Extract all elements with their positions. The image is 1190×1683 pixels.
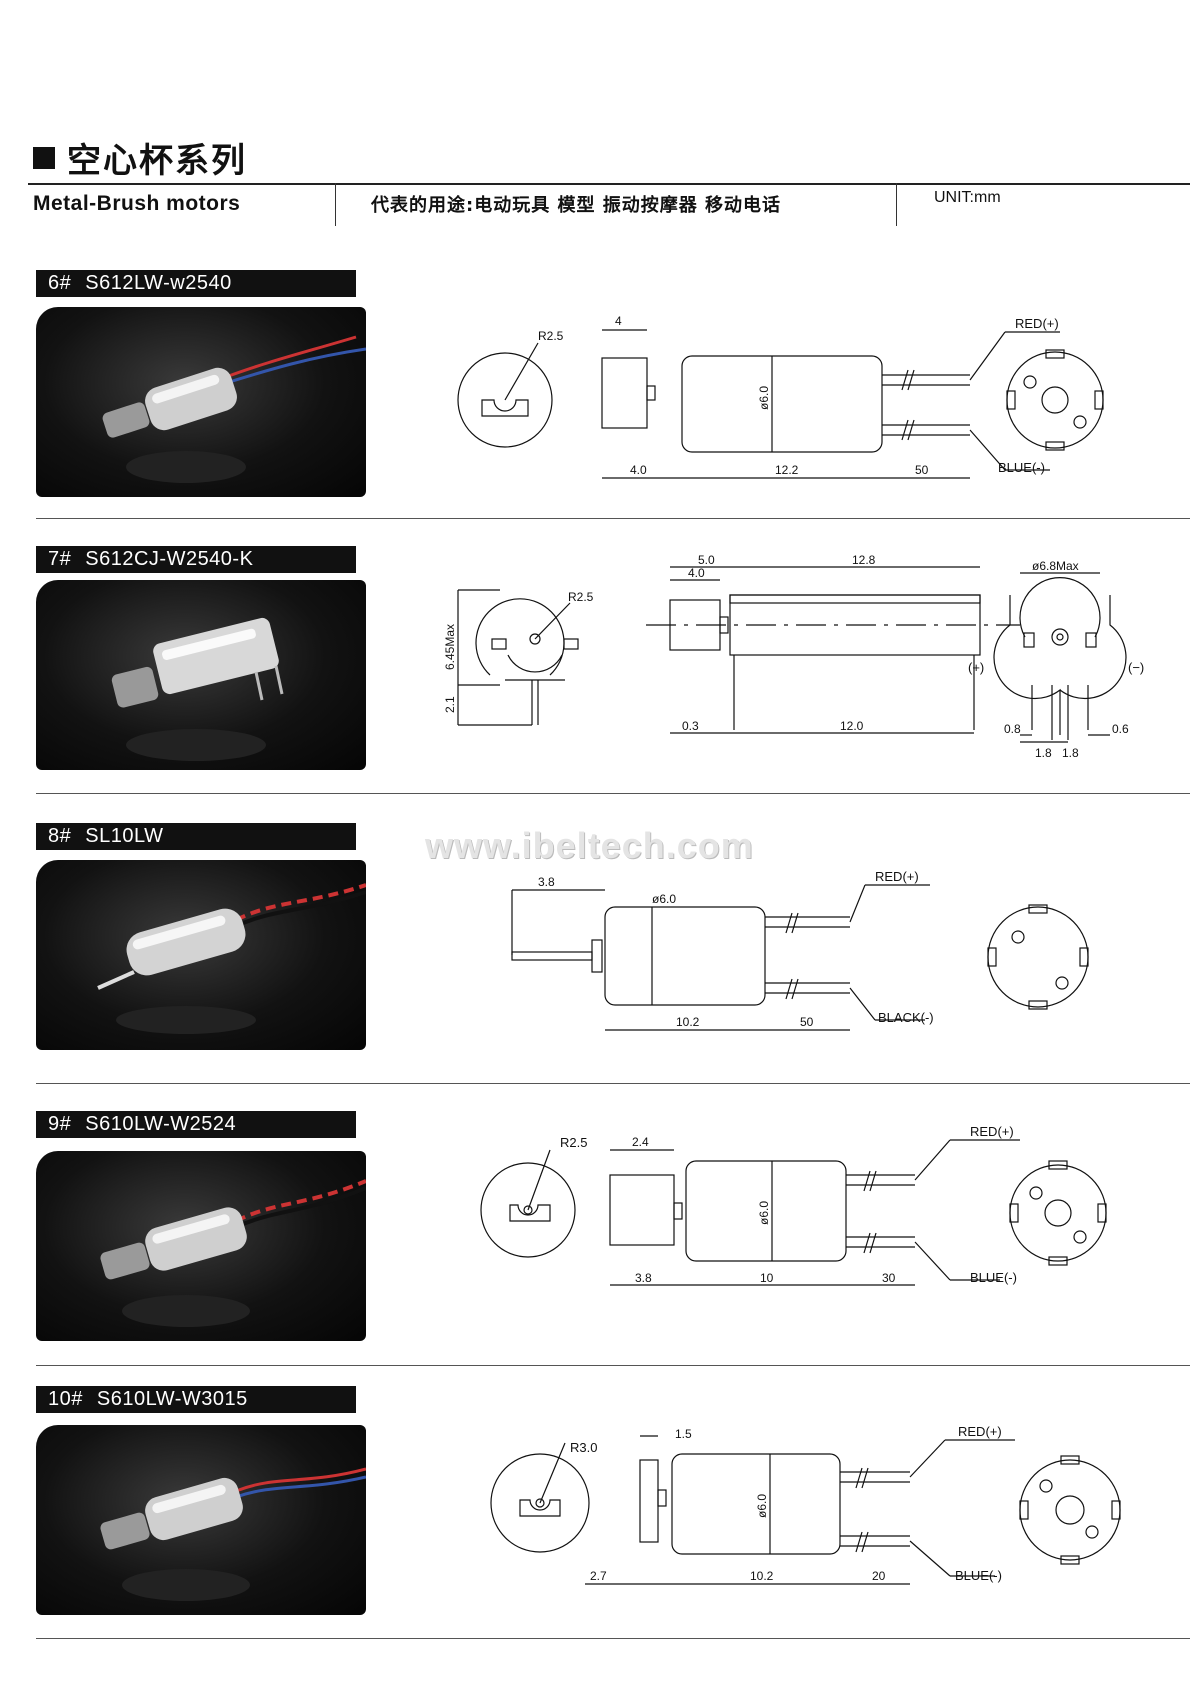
eccentric-length-label: 3.8	[635, 1271, 652, 1285]
radius-label: R2.5	[538, 329, 564, 343]
body-length-label: 10	[760, 1271, 774, 1285]
red-lead-label: RED(+)	[1015, 316, 1059, 331]
page-title: 空心杯系列	[33, 133, 247, 182]
pin-label: 2.1	[443, 696, 457, 713]
section-divider	[36, 1638, 1190, 1639]
section-divider	[36, 518, 1190, 519]
model-tag: 9# S610LW-W2524	[36, 1111, 356, 1138]
model-tag: 8# SL10LW	[36, 823, 356, 850]
eccentric-width-label: 1.5	[675, 1427, 692, 1441]
body-length-label: 12.2	[775, 463, 799, 477]
page-title-text: 空心杯系列	[67, 141, 247, 181]
motor-drawing: R2.5 6.45Max 2.1 5.0 4.0 12.8 0.3 12.0 ø…	[443, 553, 1144, 760]
red-lead-label: RED(+)	[970, 1124, 1014, 1139]
motor-drawing: R2.5 4 ø6.0 4.0 12.2 50 RED(+) BLUE(-)	[457, 314, 1104, 479]
model-name: S612CJ-W2540-K	[85, 548, 254, 570]
model-number: 6#	[48, 272, 72, 294]
motor-photo	[36, 580, 366, 770]
motor-photo	[36, 307, 366, 497]
model-number: 7#	[48, 548, 72, 570]
diameter-label: ø6.0	[757, 1201, 771, 1225]
radius-label: R2.5	[568, 590, 594, 604]
top-length-label: 5.0	[698, 553, 715, 567]
lead-length-label: 20	[872, 1569, 886, 1583]
series-header-bar: Metal-Brush motors 代表的用途:电动玩具 模型 振动按摩器 移…	[28, 183, 1190, 226]
height-label: 6.45Max	[443, 624, 457, 670]
lead-length-label: 30	[882, 1271, 896, 1285]
lead-length-label: 50	[915, 463, 929, 477]
red-lead-label: RED(+)	[958, 1424, 1002, 1439]
diameter-label: ø6.0	[757, 386, 771, 410]
model-tag: 7# S612CJ-W2540-K	[36, 546, 356, 573]
series-uses: 代表的用途:电动玩具 模型 振动按摩器 移动电话	[371, 195, 781, 216]
blue-lead-label: BLUE(-)	[955, 1568, 1002, 1583]
shaft-length-label: 3.8	[538, 875, 555, 889]
section-divider	[36, 793, 1190, 794]
diameter-label: ø6.0	[652, 892, 676, 906]
model-number: 8#	[48, 825, 72, 847]
pin-width-left-label: 0.8	[1004, 722, 1021, 736]
motor-photo	[36, 1425, 366, 1615]
motor-drawing: R3.0 1.5 ø6.0 2.7 10.2 20 RED(+) BLUE(-)	[490, 1424, 1121, 1585]
pin-pitch-right-label: 1.8	[1062, 746, 1079, 760]
series-english-name: Metal-Brush motors	[33, 192, 241, 215]
body-length-label: 10.2	[750, 1569, 774, 1583]
blue-lead-label: BLUE(-)	[998, 460, 1045, 475]
model-name: SL10LW	[85, 825, 164, 847]
diameter-label: ø6.0	[755, 1494, 769, 1518]
body-length-label: 10.2	[676, 1015, 700, 1029]
eccentric-length-label: 4.0	[688, 566, 705, 580]
radius-label: R3.0	[570, 1440, 597, 1455]
red-lead-label: RED(+)	[875, 869, 919, 884]
pin-width-right-label: 0.6	[1112, 722, 1129, 736]
model-name: S610LW-W3015	[96, 1388, 248, 1410]
black-lead-label: BLACK(-)	[878, 1010, 934, 1025]
eccentric-width-label: 4	[615, 314, 622, 328]
model-name: S610LW-W2524	[85, 1113, 237, 1135]
model-number: 10#	[48, 1388, 83, 1410]
model-tag: 10# S610LW-W3015	[36, 1386, 356, 1413]
minus-terminal-label: (−)	[1128, 660, 1144, 675]
model-tag: 6# S612LW-w2540	[36, 270, 356, 297]
pin-pitch-left-label: 1.8	[1035, 746, 1052, 760]
motor-drawing: R2.5 2.4 ø6.0 3.8 10 30 RED(+) BLUE(-)	[480, 1124, 1107, 1286]
total-length-label: 12.8	[852, 553, 876, 567]
motor-drawing: 3.8 ø6.0 10.2 50 RED(+) BLACK(-)	[511, 869, 1089, 1031]
section-divider	[36, 1365, 1190, 1366]
square-bullet-icon	[33, 146, 55, 169]
body-length-label: 12.0	[840, 719, 864, 733]
eccentric-width-label: 2.4	[632, 1135, 649, 1149]
plus-terminal-label: (+)	[968, 660, 984, 675]
radius-label: R2.5	[560, 1135, 587, 1150]
eccentric-length-label: 4.0	[630, 463, 647, 477]
motor-photo	[36, 860, 366, 1050]
watermark: www.ibeltech.com	[425, 825, 754, 866]
unit-label: UNIT:mm	[934, 189, 1001, 206]
section-divider	[36, 1083, 1190, 1084]
diameter-max-label: ø6.8Max	[1032, 559, 1079, 573]
blue-lead-label: BLUE(-)	[970, 1270, 1017, 1285]
model-number: 9#	[48, 1113, 72, 1135]
gap-label: 0.3	[682, 719, 699, 733]
model-name: S612LW-w2540	[85, 272, 232, 294]
motor-photo	[36, 1151, 366, 1341]
lead-length-label: 50	[800, 1015, 814, 1029]
eccentric-length-label: 2.7	[590, 1569, 607, 1583]
